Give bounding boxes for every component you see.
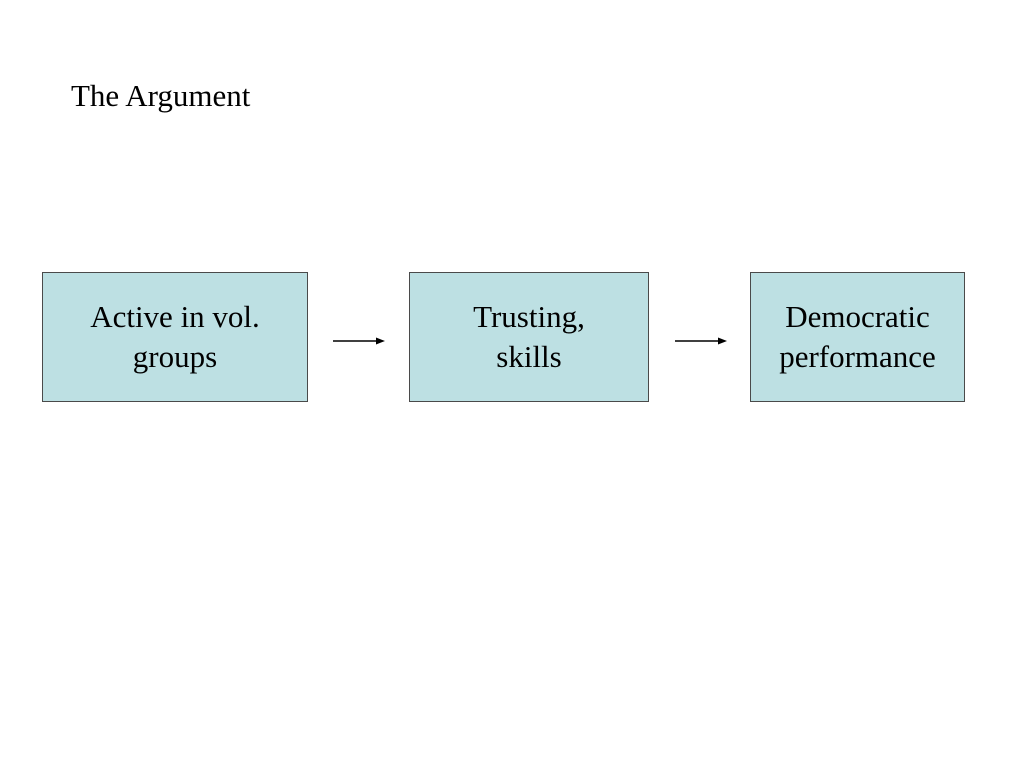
node-label-line: groups bbox=[132, 339, 218, 374]
node-label-line: skills bbox=[496, 339, 562, 374]
right-arrow-icon bbox=[675, 337, 727, 345]
slide-title: The Argument bbox=[71, 78, 251, 113]
node-label-line: Democratic bbox=[785, 299, 930, 334]
node-democratic-performance: Democratic performance bbox=[750, 272, 965, 402]
node-label-line: performance bbox=[779, 339, 936, 374]
node-label-line: Trusting, bbox=[473, 299, 585, 334]
node-active-in-vol-groups: Active in vol. groups bbox=[42, 272, 308, 402]
node-label-line: Active in vol. bbox=[90, 299, 260, 334]
node-trusting-skills: Trusting, skills bbox=[409, 272, 649, 402]
right-arrow-icon bbox=[333, 337, 385, 345]
